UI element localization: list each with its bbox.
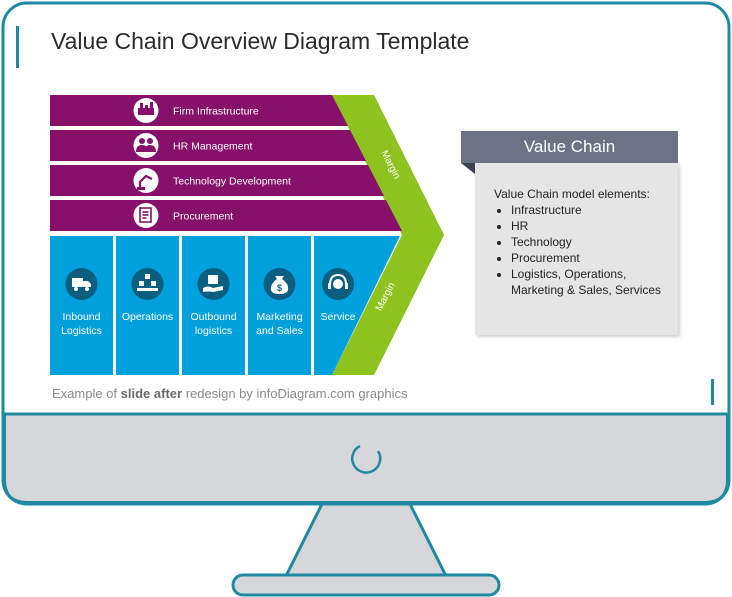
contract-icon [139, 207, 152, 223]
primary-column-5: Service [314, 236, 400, 375]
support-row-4: Procurement [50, 200, 402, 231]
support-row-2: HR Management [50, 130, 366, 161]
list-item: Infrastructure [511, 202, 671, 218]
support-label: HR Management [173, 141, 252, 153]
people-icon [136, 138, 156, 152]
list-item: Logistics, Operations, Marketing & Sales… [511, 266, 671, 298]
list-item: Technology [511, 234, 671, 250]
primary-column-4: $ Marketing and Sales [248, 236, 311, 375]
support-label: Firm Infrastructure [173, 106, 259, 118]
primary-column-3: Outbound logistics [182, 236, 245, 375]
money-bag-icon: $ [270, 276, 289, 294]
footer-caption: Example of slide after redesign by infoD… [52, 386, 408, 401]
support-row-1: Firm Infrastructure [50, 95, 348, 126]
support-label: Technology Development [173, 176, 291, 188]
robot-arm-icon [137, 174, 153, 190]
primary-label: and Sales [256, 325, 303, 337]
truck-icon [72, 278, 91, 291]
primary-label: Inbound [63, 311, 101, 323]
headset-icon [328, 273, 348, 289]
footer-bold: slide after [120, 386, 183, 401]
list-item: Procurement [511, 250, 671, 266]
value-chain-body: Value Chain model elements: Infrastructu… [494, 186, 671, 298]
delivery-box-icon [203, 275, 223, 292]
page-title: Value Chain Overview Diagram Template [51, 28, 470, 54]
primary-column-2: Operations [116, 236, 179, 375]
primary-label: logistics [195, 325, 232, 337]
corner-accent-bar [711, 379, 714, 405]
svg-text:$: $ [277, 283, 282, 293]
monitor-bezel [3, 412, 729, 504]
list-item: HR [511, 218, 671, 234]
monitor-base [231, 573, 501, 597]
value-chain-intro: Value Chain model elements: [494, 187, 650, 201]
value-chain-header-fold [461, 163, 475, 174]
primary-label: Service [320, 311, 355, 323]
primary-label: Operations [122, 311, 173, 323]
value-chain-box [475, 163, 678, 335]
primary-label: Logistics [61, 325, 102, 337]
primary-label: Outbound [190, 311, 236, 323]
margin-band [332, 95, 444, 375]
power-button-icon[interactable] [350, 444, 382, 474]
footer-prefix: Example of [52, 386, 121, 401]
conveyor-icon [137, 274, 158, 291]
support-label: Procurement [173, 211, 233, 223]
primary-label: Marketing [256, 311, 302, 323]
value-chain-header: Value Chain [461, 131, 678, 163]
footer-suffix: redesign by infoDiagram.com graphics [182, 386, 408, 401]
title-accent-bar [16, 26, 19, 68]
value-chain-list: Infrastructure HR Technology Procurement… [494, 202, 671, 298]
primary-column-1: Inbound Logistics [50, 236, 113, 375]
factory-icon [138, 102, 154, 115]
support-row-3: Technology Development [50, 165, 384, 196]
